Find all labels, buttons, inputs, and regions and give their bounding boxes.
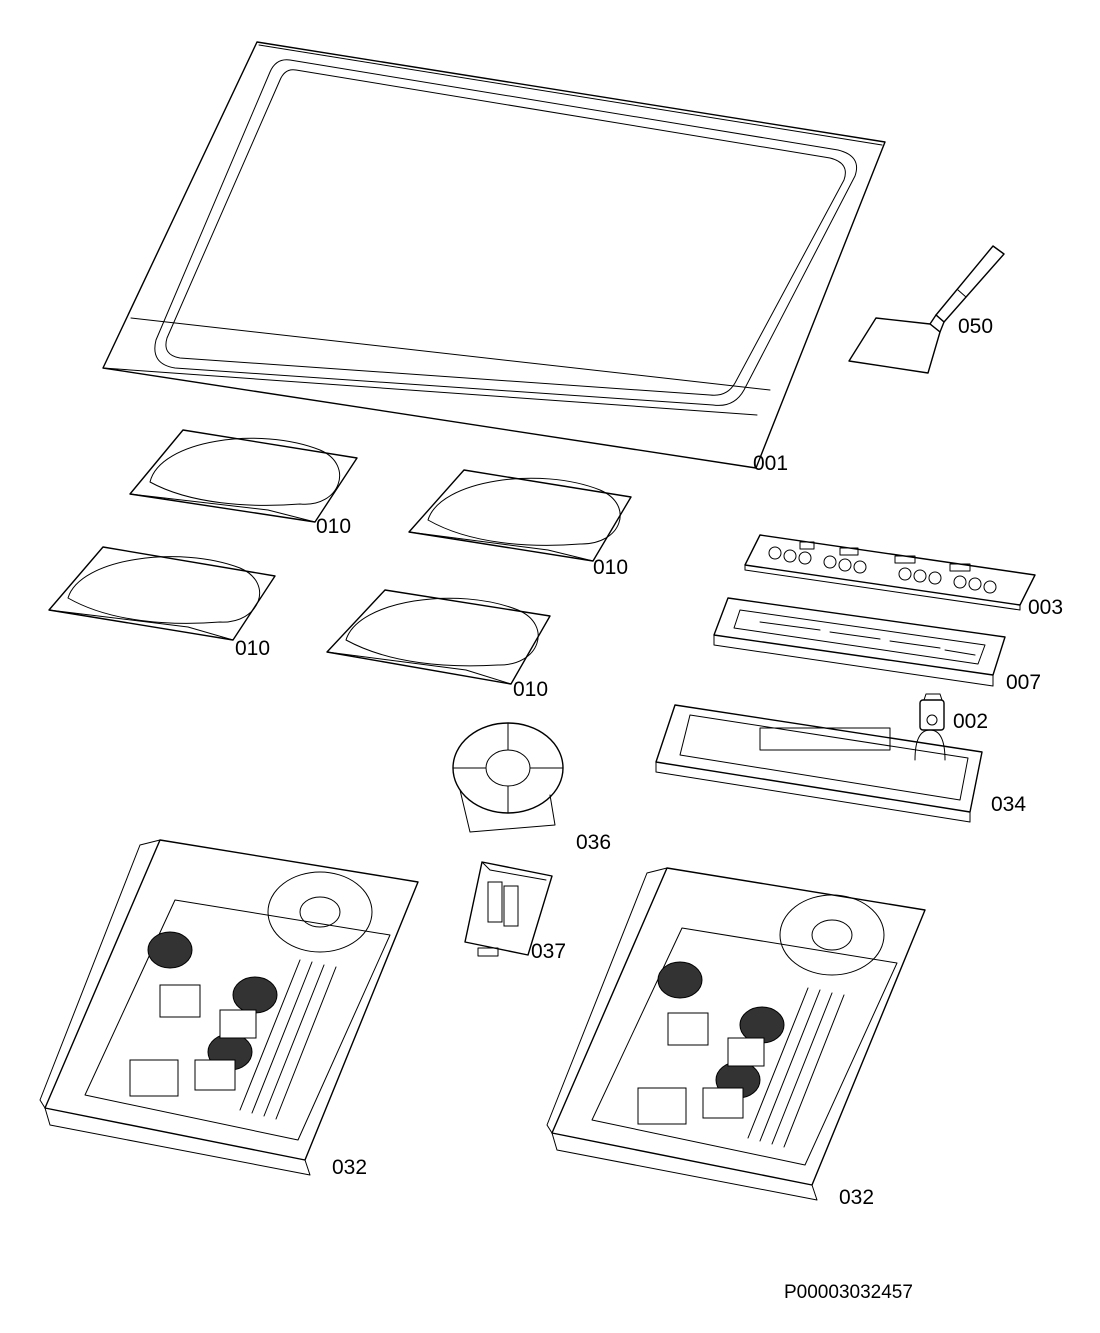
glass-top-drawing — [102, 41, 886, 469]
power-module-right-drawing — [546, 867, 926, 1201]
callout-spatula: 050 — [958, 315, 994, 338]
coil-bottom-right-drawing — [326, 589, 551, 685]
callout-fan-guard: 036 — [576, 831, 612, 854]
clip-drawing — [919, 693, 945, 731]
document-id: P00003032457 — [784, 1282, 913, 1303]
callout-coil-bottom-left: 010 — [235, 637, 271, 660]
callout-connector-block: 037 — [531, 940, 567, 963]
callout-coil-top-left: 010 — [316, 515, 352, 538]
coil-top-right-drawing — [408, 469, 632, 562]
power-module-left-drawing — [39, 839, 419, 1176]
callout-board-holder: 007 — [1006, 671, 1042, 694]
connector-block-drawing — [464, 861, 553, 957]
callout-power-module-left: 032 — [332, 1156, 368, 1179]
control-board-drawing — [744, 534, 1036, 611]
housing-drawing — [655, 704, 983, 823]
coil-bottom-left-drawing — [48, 546, 276, 641]
callout-housing: 034 — [991, 793, 1027, 816]
callout-control-board: 003 — [1028, 596, 1064, 619]
coil-top-left-drawing — [129, 429, 358, 523]
board-holder-drawing — [713, 597, 1006, 687]
callout-coil-bottom-right: 010 — [513, 678, 549, 701]
callout-glass-top: 001 — [753, 452, 789, 475]
callout-clip: 002 — [953, 710, 989, 733]
callout-coil-top-right: 010 — [593, 556, 629, 579]
callout-power-module-right: 032 — [839, 1186, 875, 1209]
spatula-drawing — [848, 245, 1005, 374]
fan-guard-drawing — [452, 722, 564, 833]
